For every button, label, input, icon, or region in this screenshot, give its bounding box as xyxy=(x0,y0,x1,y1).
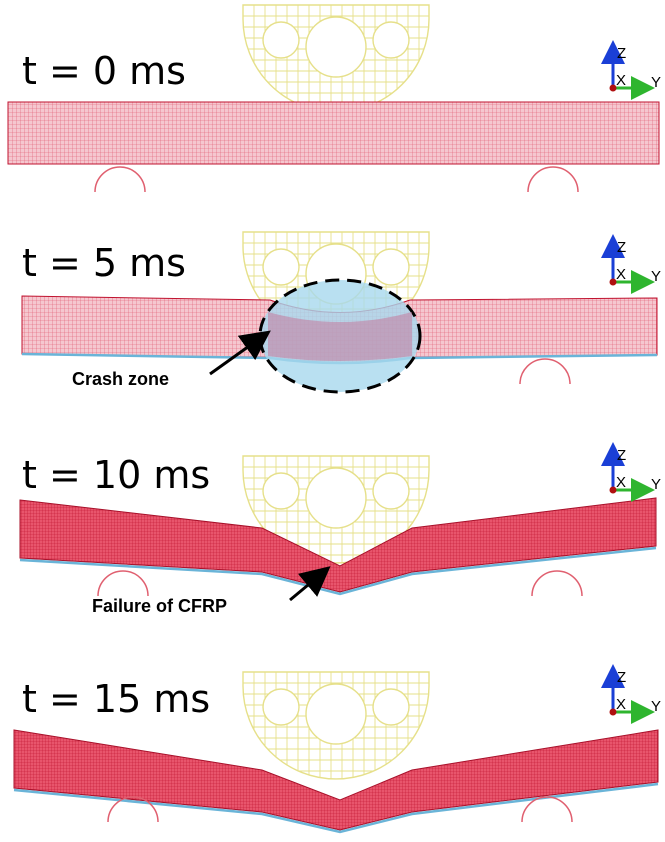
axis-triad: ZX Y xyxy=(601,234,661,294)
cfrp-beam xyxy=(13,729,659,831)
time-label: t = 5 ms xyxy=(22,241,186,285)
panel-t10: t = 10 ms ZX Y Failure of CFRP xyxy=(19,442,661,616)
axis-x-label: X xyxy=(616,266,626,283)
time-label: t = 0 ms xyxy=(22,49,186,93)
impactor xyxy=(242,671,430,780)
left-support xyxy=(94,166,146,193)
axis-y-label: Y xyxy=(651,698,661,715)
axis-z-label: Z xyxy=(617,45,626,62)
axis-triad: ZX Y xyxy=(601,40,661,100)
crash-zone-arrow xyxy=(209,330,271,376)
axis-x-label: X xyxy=(616,696,626,713)
axis-y-label: Y xyxy=(651,74,661,91)
axis-x-label: X xyxy=(616,72,626,89)
panel-t5: t = 5 ms ZX Y Crash zone xyxy=(21,231,661,394)
panel-t15: t = 15 ms ZX Y xyxy=(13,664,661,834)
cfrp-beam xyxy=(7,101,660,165)
right-support xyxy=(519,358,571,385)
time-label: t = 15 ms xyxy=(22,677,210,721)
impactor xyxy=(242,455,430,564)
failure-label: Failure of CFRP xyxy=(92,596,227,616)
axis-triad: ZX Y xyxy=(601,442,661,502)
cfrp-beam xyxy=(19,497,657,593)
right-support xyxy=(527,166,579,193)
bottom-layer xyxy=(13,782,659,834)
right-support xyxy=(521,796,573,823)
axis-x-label: X xyxy=(616,474,626,491)
axis-y-label: Y xyxy=(651,268,661,285)
time-label: t = 10 ms xyxy=(22,453,210,497)
axis-z-label: Z xyxy=(617,447,626,464)
impactor xyxy=(242,4,430,113)
axis-z-label: Z xyxy=(617,669,626,686)
failure-arrow xyxy=(289,566,331,602)
panel-t0: t = 0 ms ZX Y xyxy=(7,4,661,193)
axis-y-label: Y xyxy=(651,476,661,493)
crushed-region xyxy=(268,312,412,361)
axis-z-label: Z xyxy=(617,239,626,256)
crash-zone-label: Crash zone xyxy=(72,369,169,389)
bottom-layer xyxy=(19,546,657,596)
left-support xyxy=(107,796,159,823)
right-support xyxy=(531,570,583,597)
axis-triad: ZX Y xyxy=(601,664,661,724)
left-support xyxy=(97,570,149,597)
